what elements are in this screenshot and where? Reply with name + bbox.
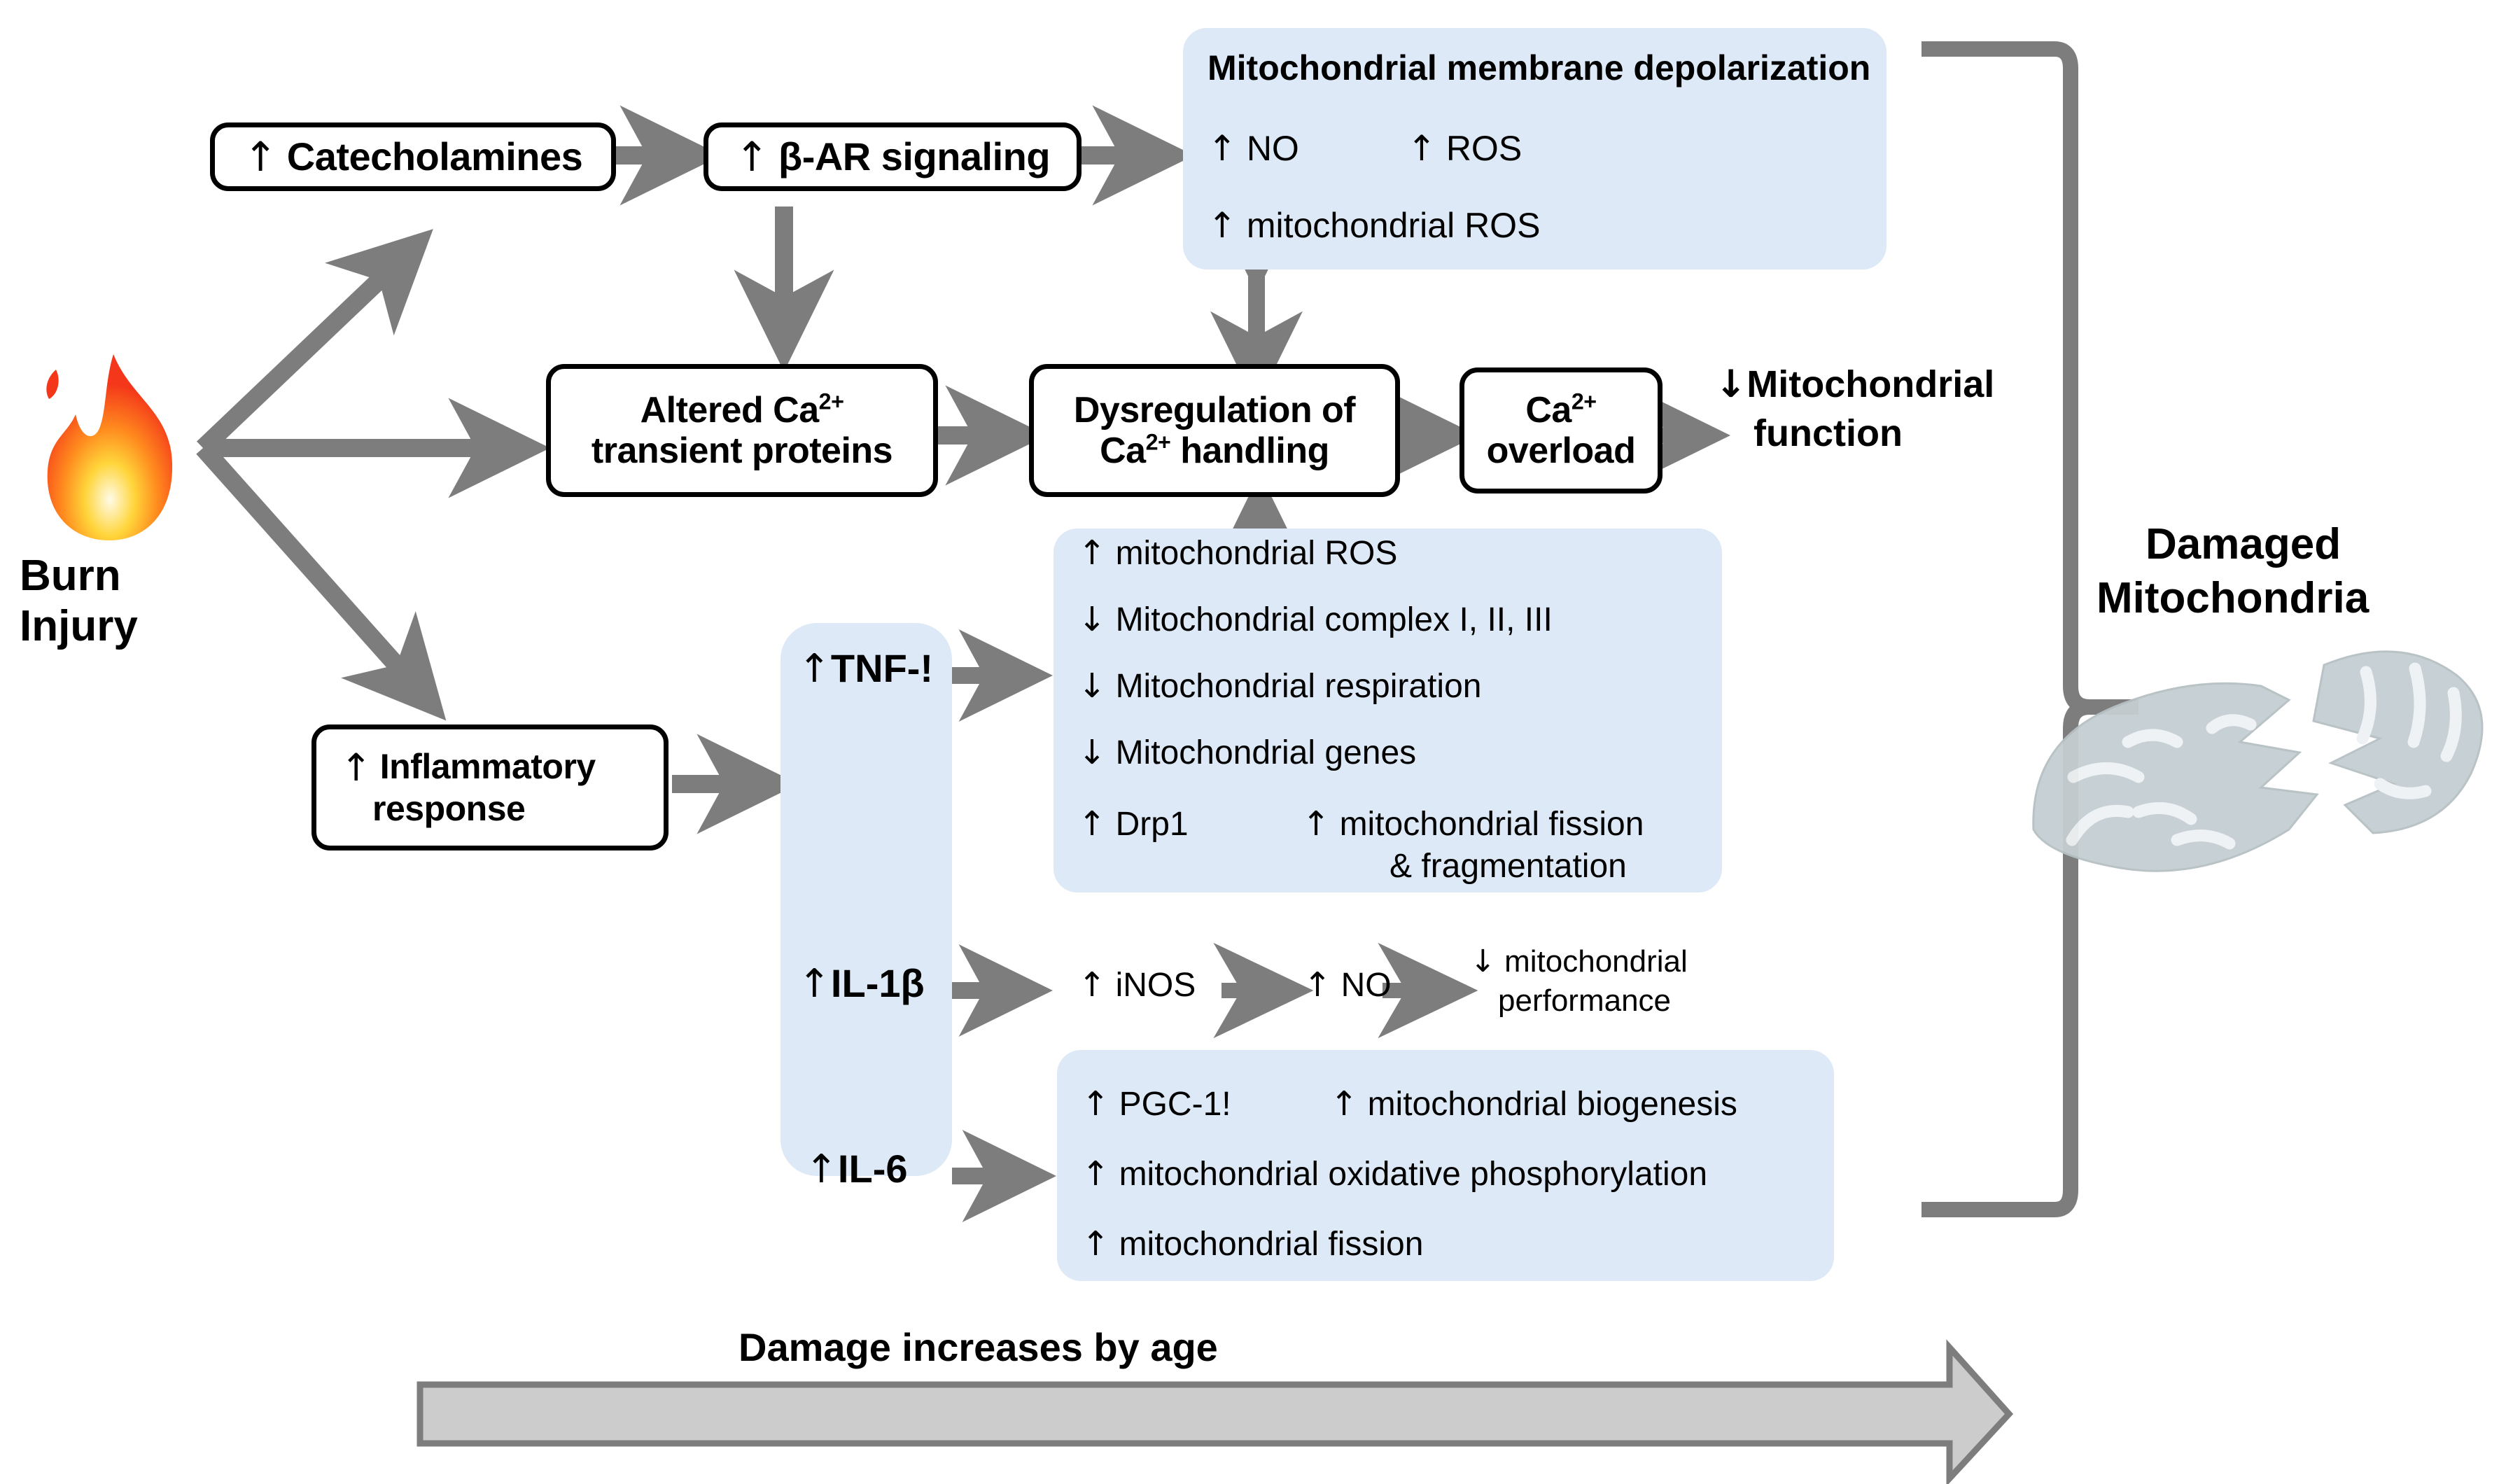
node-altered-ca-line1: Altered Ca2+ xyxy=(640,388,844,430)
depolarization-heading: Mitochondrial membrane depolarization xyxy=(1208,48,1871,88)
tnf-item-2: ↓ Mitochondrial respiration xyxy=(1078,666,1482,706)
mito-function-line2: function xyxy=(1754,412,1903,454)
up-arrow-icon: ↑ xyxy=(1208,205,1237,246)
node-ca-overload[interactable]: Ca2+ overload xyxy=(1460,368,1662,493)
depolarization-mito-ros: ↑ mitochondrial ROS xyxy=(1208,205,1541,246)
tnf-drp1: ↑ Drp1 xyxy=(1078,804,1189,844)
node-dysregulation-line2: Ca2+ handling xyxy=(1100,429,1329,471)
node-dysregulation-ca-handling[interactable]: Dysregulation of Ca2+ handling xyxy=(1029,364,1400,497)
tnf-fission-line2: & fragmentation xyxy=(1390,848,1627,885)
outcome-line1: Damaged xyxy=(2146,520,2342,568)
panel-mitochondrial-membrane-depolarization xyxy=(1183,28,1886,270)
up-arrow-icon: ↑ xyxy=(243,132,278,181)
burn-injury-label-line2: Injury xyxy=(20,602,138,650)
node-ca-overload-line2: overload xyxy=(1486,430,1636,471)
node-altered-ca-line2: transient proteins xyxy=(591,430,893,471)
tnf-item-0: ↑ mitochondrial ROS xyxy=(1078,533,1398,573)
panel-tnf-effects xyxy=(1054,528,1722,892)
node-catecholamines-label: Catecholamines xyxy=(286,134,583,178)
node-dysregulation-line1: Dysregulation of xyxy=(1073,389,1356,430)
tnf-fission-line1: ↑ mitochondrial fission xyxy=(1302,804,1644,844)
il6-biogenesis: ↑ mitochondrial biogenesis xyxy=(1330,1084,1737,1124)
depolarization-ros: ↑ ROS xyxy=(1407,128,1522,169)
panel-il6-effects xyxy=(1057,1050,1834,1281)
depolarization-no: ↑ NO xyxy=(1208,128,1299,169)
node-inflammatory-response[interactable]: ↑ Inflammatory response xyxy=(312,724,668,850)
cytokine-il1b: ↑IL-1β xyxy=(798,961,925,1007)
burn-injury-label-line1: Burn xyxy=(20,552,121,600)
il1b-performance-line2: performance xyxy=(1498,983,1672,1018)
up-arrow-icon: ↑ xyxy=(805,1147,838,1192)
up-arrow-icon: ↑ xyxy=(1208,128,1237,169)
tnf-item-1: ↓ Mitochondrial complex I, II, III xyxy=(1078,600,1553,639)
up-arrow-icon: ↑ xyxy=(1303,965,1332,1004)
down-arrow-icon: ↓ xyxy=(1715,362,1747,406)
up-arrow-icon: ↑ xyxy=(1078,804,1107,844)
up-arrow-icon: ↑ xyxy=(1082,1224,1110,1264)
down-arrow-icon: ↓ xyxy=(1470,944,1496,979)
down-arrow-icon: ↓ xyxy=(1078,733,1107,772)
down-arrow-icon: ↓ xyxy=(1078,666,1107,706)
down-arrow-icon: ↓ xyxy=(1078,600,1107,639)
up-arrow-icon: ↑ xyxy=(798,646,831,692)
up-arrow-icon: ↑ xyxy=(1082,1084,1110,1124)
up-arrow-icon: ↑ xyxy=(1302,804,1331,844)
node-ca-overload-line1: Ca2+ xyxy=(1525,388,1597,430)
damaged-mitochondria-icon xyxy=(2032,650,2484,872)
node-inflammatory-line2: response xyxy=(372,789,526,829)
node-catecholamines[interactable]: ↑ Catecholamines xyxy=(210,122,616,191)
up-arrow-icon: ↑ xyxy=(1078,533,1107,573)
up-arrow-icon: ↑ xyxy=(1078,965,1107,1004)
panel-cytokine-column xyxy=(780,623,952,1176)
up-arrow-icon: ↑ xyxy=(1407,128,1436,169)
il1b-no: ↑ NO xyxy=(1303,965,1392,1004)
up-arrow-icon: ↑ xyxy=(1330,1084,1359,1124)
age-axis-label: Damage increases by age xyxy=(738,1325,1218,1369)
il6-pgc1: ↑ PGC-1! xyxy=(1082,1084,1231,1124)
cytokine-il6: ↑IL-6 xyxy=(805,1147,908,1192)
tnf-item-3: ↓ Mitochondrial genes xyxy=(1078,733,1417,772)
node-altered-ca-transient-proteins[interactable]: Altered Ca2+ transient proteins xyxy=(546,364,938,497)
il1b-inos: ↑ iNOS xyxy=(1078,965,1196,1004)
node-bar-signaling[interactable]: ↑ β-AR signaling xyxy=(704,122,1082,191)
mito-function-line1: ↓Mitochondrial xyxy=(1715,362,1995,406)
up-arrow-icon: ↑ xyxy=(340,745,372,790)
il1b-performance-line1: ↓ mitochondrial xyxy=(1470,944,1688,979)
node-inflammatory-line1: Inflammatory xyxy=(379,746,596,786)
node-bar-signaling-label: β-AR signaling xyxy=(778,134,1051,178)
arrow-burn-to-inflammatory xyxy=(196,442,447,721)
cytokine-tnf: ↑TNF-! xyxy=(798,646,934,692)
fire-icon xyxy=(27,350,195,546)
outcome-line2: Mitochondria xyxy=(2096,574,2370,622)
il6-item-0: ↑ mitochondrial oxidative phosphorylatio… xyxy=(1082,1154,1708,1194)
up-arrow-icon: ↑ xyxy=(734,132,769,181)
up-arrow-icon: ↑ xyxy=(798,961,831,1007)
il6-item-1: ↑ mitochondrial fission xyxy=(1082,1224,1424,1264)
arrow-burn-to-catecholamines xyxy=(197,229,433,455)
up-arrow-icon: ↑ xyxy=(1082,1154,1110,1194)
